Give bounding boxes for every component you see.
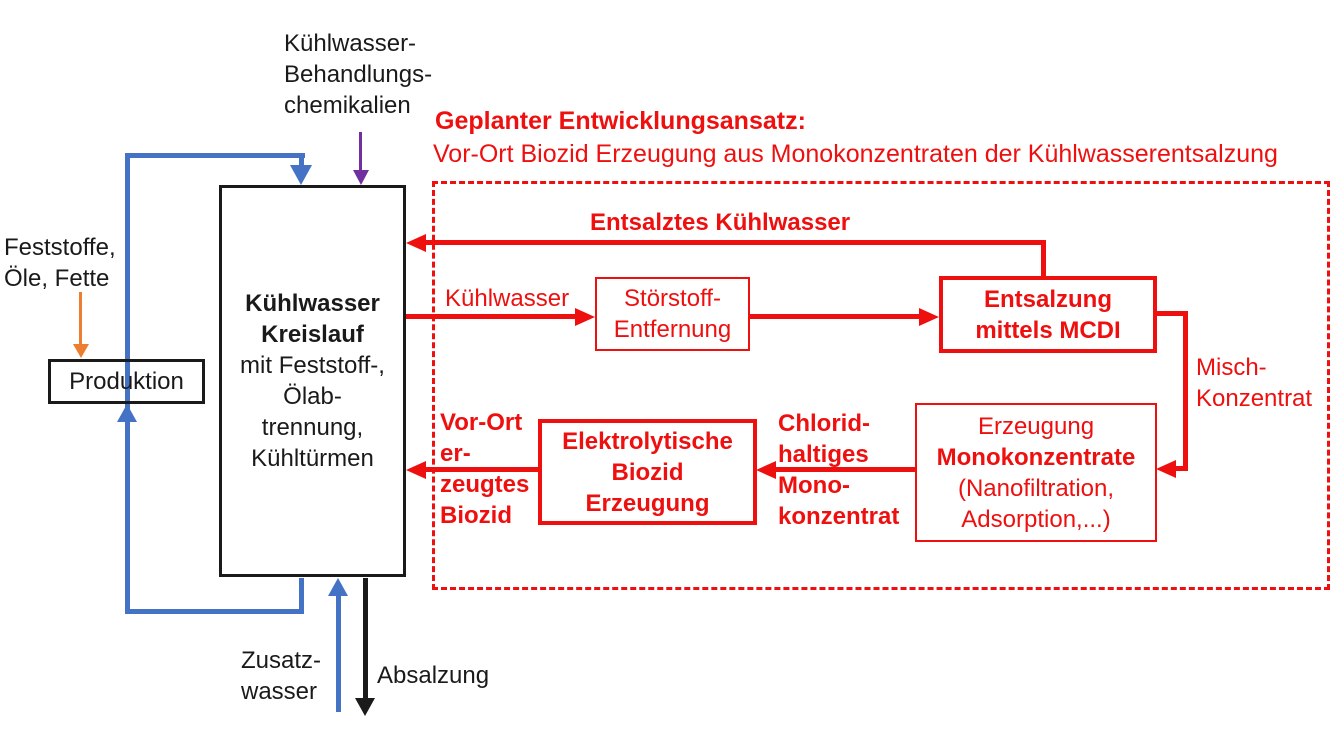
cooling-circuit-title: Kühlwasser Kreislauf <box>245 290 380 348</box>
chlorid-line <box>774 467 915 472</box>
entsalzung-mcdi-label: Entsalzung mittels MCDI <box>975 285 1121 344</box>
desalted-cooling-water-label: Entsalztes Kühlwasser <box>590 209 851 236</box>
makeup-water-label: Zusatz- wasser <box>241 647 322 705</box>
blowdown-label: Absalzung <box>377 662 490 689</box>
chemicals-arrow-icon <box>353 170 369 185</box>
misch-konzentrat-line-down <box>1183 311 1188 471</box>
heading-line2: Vor-Ort Biozid Erzeugung aus Monokonzent… <box>433 140 1278 168</box>
cooling-water-chemicals-label: Kühlwasser- Behandlungs- chemikalien <box>284 30 433 119</box>
cooling-circuit-subtitle: mit Feststoff-, Ölab- trennung, Kühltürm… <box>240 352 385 472</box>
produktion-box: Produktion <box>48 359 205 404</box>
solids-arrow-icon <box>73 344 89 358</box>
chemicals-line <box>359 132 362 172</box>
blue-loop-segment-left <box>125 153 130 614</box>
chlorid-arrow-icon <box>756 461 776 479</box>
desalted-water-line-drop <box>1041 240 1046 277</box>
blue-loop-segment-bottom <box>125 609 304 614</box>
produktion-box-label: Produktion <box>69 368 184 395</box>
desalted-water-line <box>424 240 1046 245</box>
kuehlwasser-flow-label: Kühlwasser <box>445 285 570 312</box>
makeup-water-arrow-icon <box>328 578 348 596</box>
development-scope-dashed-box <box>432 181 1330 590</box>
misch-konzentrat-arrow-icon <box>1156 460 1176 478</box>
heading-line1: Geplanter Entwicklungsansatz: <box>435 107 806 135</box>
makeup-water-line <box>336 592 341 712</box>
misch-konzentrat-line-in <box>1174 466 1188 471</box>
blue-loop-segment-down <box>299 578 304 614</box>
erzeugung-line1: Erzeugung <box>977 412 1095 440</box>
stoerstoff-to-mcdi-arrow-icon <box>919 308 939 326</box>
misch-konzentrat-label: Misch- Konzentrat <box>1196 354 1313 412</box>
kuehlwasser-line <box>406 314 578 319</box>
elektrolytische-biozid-box: Elektrolytische Biozid Erzeugung <box>538 419 757 525</box>
vorort-biozid-label: Vor-Ort er- zeugtes Biozid <box>440 409 530 529</box>
erzeugung-line3: (Nanofiltration, Adsorption,...) <box>957 474 1115 533</box>
erzeugung-line2: Monokonzentrate <box>936 443 1136 471</box>
stoerstoff-to-mcdi-line <box>749 314 922 319</box>
solids-line <box>79 292 82 345</box>
entsalzung-mcdi-box: Entsalzung mittels MCDI <box>939 276 1157 353</box>
solids-oils-fats-label: Feststoffe, Öle, Fette <box>4 234 116 292</box>
stoerstoff-entfernung-box: Störstoff- Entfernung <box>595 277 750 351</box>
misch-konzentrat-line-out <box>1157 311 1188 316</box>
cooling-circuit-box: Kühlwasser Kreislauf mit Feststoff-, Öla… <box>219 185 406 577</box>
blowdown-line <box>363 578 368 700</box>
vorort-biozid-line <box>424 467 538 472</box>
erzeugung-monokonzentrate-box: Erzeugung Monokonzentrate (Nanofiltratio… <box>915 403 1157 542</box>
desalted-water-arrow-icon <box>406 234 426 252</box>
blowdown-arrow-icon <box>355 698 375 716</box>
elektrolytische-biozid-label: Elektrolytische Biozid Erzeugung <box>562 427 733 517</box>
vorort-biozid-arrow-icon <box>406 461 426 479</box>
blue-arrow-into-main-box-icon <box>290 165 312 185</box>
stoerstoff-entfernung-label: Störstoff- Entfernung <box>613 285 732 343</box>
chlorid-label: Chlorid- haltiges Mono- konzentrat <box>778 410 900 530</box>
blue-loop-segment-top <box>125 153 305 158</box>
kuehlwasser-arrow-icon <box>575 308 595 326</box>
blue-arrow-into-produktion-icon <box>117 404 137 422</box>
blue-loop-segment-stub <box>299 153 304 167</box>
